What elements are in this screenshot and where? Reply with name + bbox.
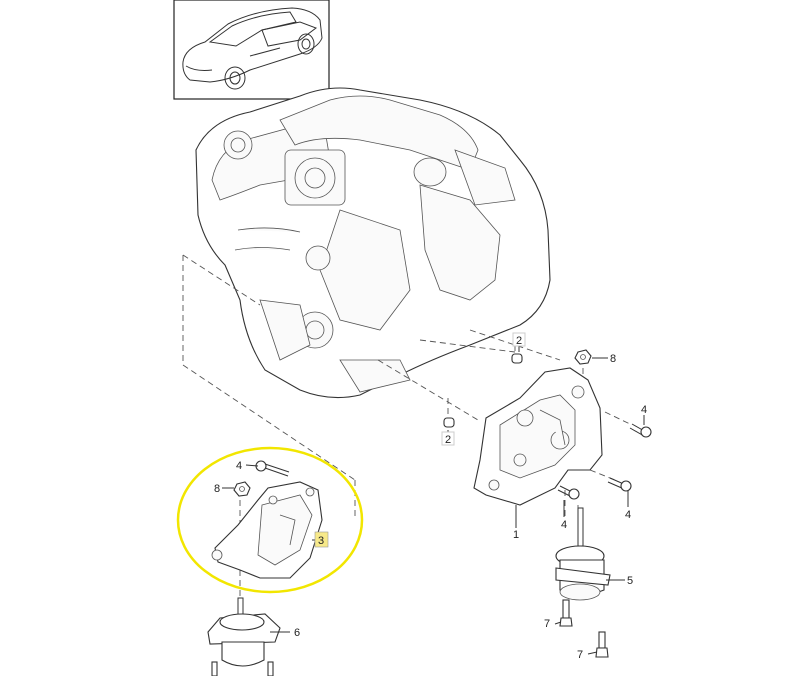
callouts: 2 2 8 4 4 4 1 4 8 3 5 6 7 7 <box>214 332 647 661</box>
construction-lines <box>182 254 633 600</box>
callout-3-highlight <box>314 531 329 548</box>
fasteners <box>211 349 652 676</box>
callout-5: 5 <box>627 575 633 587</box>
engine-mount-right <box>555 507 611 601</box>
callout-6: 6 <box>294 627 300 639</box>
engine-mount-left <box>207 597 281 667</box>
callout-4-below-bracket: 4 <box>561 519 567 531</box>
highlight-ellipse <box>176 446 364 594</box>
callout-8-left: 8 <box>214 483 220 495</box>
callout-4-right-lower: 4 <box>625 509 631 521</box>
callout-7-upper: 7 <box>544 618 550 630</box>
engine-mount-bracket-left <box>211 481 323 579</box>
callout-7-lower: 7 <box>577 649 583 661</box>
leader-lines <box>222 345 645 655</box>
callout-4-far-right: 4 <box>641 404 647 416</box>
callout-2-upper: 2 <box>516 335 522 347</box>
engine-mount-bracket-right <box>473 367 603 506</box>
callout-2-lower: 2 <box>445 434 451 446</box>
callout-4-left: 4 <box>236 460 242 472</box>
car-thumbnail-icon <box>173 0 330 100</box>
engine-block <box>195 87 551 399</box>
callout-3: 3 <box>318 535 324 547</box>
callout-1: 1 <box>513 529 519 541</box>
callout-8-right: 8 <box>610 353 616 365</box>
